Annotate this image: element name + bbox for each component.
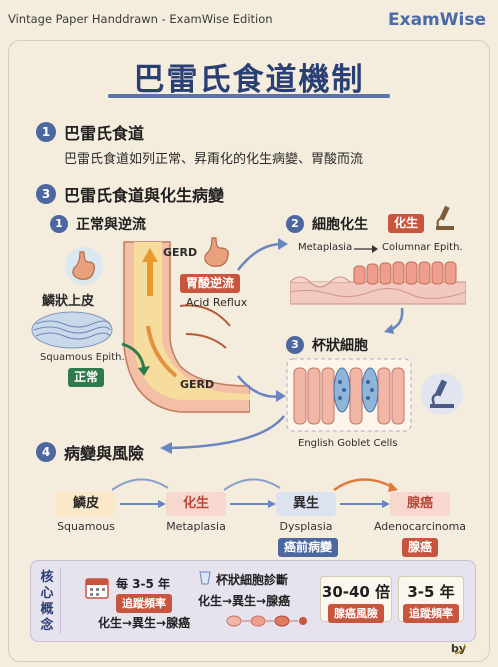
interval-value: 3-5 年 xyxy=(407,583,455,601)
metaplasia-arrow xyxy=(354,245,378,253)
section-1-description: 巴雷氏食道如列正常、昇甭化的化生病變、胃酸而流 xyxy=(64,152,364,167)
stage-squamous-en: Squamous xyxy=(57,520,115,533)
normal-tag: 正常 xyxy=(68,368,105,387)
stage-dysplasia-box: 異生 xyxy=(276,492,336,516)
sub-1-title: 正常與逆流 xyxy=(76,217,146,233)
calendar-icon xyxy=(85,578,109,599)
section-3-title: 巴雷氏食道與化生病變 xyxy=(64,186,225,205)
banana-logo-icon xyxy=(454,643,466,655)
sub-3-number: 3 xyxy=(286,336,304,354)
section-3-number: 3 xyxy=(36,184,56,204)
adenocarcinoma-tag: 腺癌 xyxy=(402,538,439,557)
columnar-label: Columnar Epith. xyxy=(382,242,463,253)
precancer-tag: 癌前病變 xyxy=(278,538,339,557)
risk-stat-box: 30-40 倍 腺癌風險 xyxy=(320,576,392,623)
interval-tag: 追蹤頻率 xyxy=(403,604,459,623)
microscope-icon xyxy=(436,205,454,230)
title-underline xyxy=(108,94,390,98)
risk-tag: 腺癌風險 xyxy=(328,604,384,623)
risk-value: 30-40 倍 xyxy=(321,583,391,601)
squamous-cn-label: 鱗狀上皮 xyxy=(42,294,95,309)
stage-squamous-box: 鱗皮 xyxy=(56,492,116,516)
goblet-diagnosis-text: 杯狀細胞診斷 xyxy=(216,573,289,587)
cell-progression-icon xyxy=(226,615,307,627)
stage-metaplasia-en: Metaplasia xyxy=(166,520,226,533)
section-1-title: 巴雷氏食道 xyxy=(64,124,145,143)
arrow-to-metaplasia xyxy=(237,238,288,271)
columnar-tissue-illustration xyxy=(290,261,466,305)
section-4-title: 病變與風險 xyxy=(64,444,145,463)
goblet-cells-illustration xyxy=(286,358,412,432)
metaplasia-label: Metaplasia xyxy=(298,242,353,253)
brand-logo: ExamWise xyxy=(388,10,486,30)
goblet-en-label: English Goblet Cells xyxy=(298,438,398,449)
page-title: 巴雷氏食道機制 xyxy=(133,62,365,98)
stage-adenocarcinoma-en: Adenocarcinoma xyxy=(373,520,467,533)
gerd-top-label: GERD xyxy=(163,246,198,259)
sub-2-number: 2 xyxy=(286,215,304,233)
green-arrow-icon xyxy=(121,342,150,376)
gerd-bottom-label: GERD xyxy=(180,378,215,391)
sequence-line-a: 化生→異生→腺癌 xyxy=(198,594,291,608)
squamous-en-label: Squamous Epith. xyxy=(40,352,125,363)
metaplasia-tag: 化生 xyxy=(388,214,425,233)
stage-dysplasia-en: Dysplasia xyxy=(279,520,333,533)
section-1-number: 1 xyxy=(36,122,56,142)
squamous-tissue-icon xyxy=(31,311,113,349)
sub-3-title: 杯狀細胞 xyxy=(312,338,368,354)
arrow-to-goblet xyxy=(237,375,286,402)
interval-stat-box: 3-5 年 追蹤頻率 xyxy=(398,576,464,623)
core-concept-heading: 核心概念 xyxy=(40,570,54,633)
acid-reflux-en: Acid Reflux xyxy=(186,296,248,309)
edition-label: Vintage Paper Handdrawn - ExamWise Editi… xyxy=(8,12,273,26)
arrow-to-risk xyxy=(160,415,285,454)
stomach-acid-icon xyxy=(204,237,229,267)
stage-adenocarcinoma-box: 腺癌 xyxy=(390,492,450,516)
page-frame xyxy=(8,40,490,662)
esophagus-illustration xyxy=(123,241,250,413)
summary-divider xyxy=(60,568,61,634)
stomach-icon xyxy=(65,247,103,285)
stage-metaplasia-box: 化生 xyxy=(166,492,226,516)
microscope-circle-icon xyxy=(421,373,463,415)
arrow-to-goblet-cells xyxy=(384,307,404,334)
sequence-line-b: 化生→異生→腺癌 xyxy=(98,616,191,630)
sub-2-title: 細胞化生 xyxy=(312,217,368,233)
section-4-number: 4 xyxy=(36,442,56,462)
follow-frequency-tag: 追蹤頻率 xyxy=(116,594,172,613)
acid-reflux-tag: 胃酸逆流 xyxy=(180,274,241,293)
progression-arrows xyxy=(112,478,398,508)
cup-icon xyxy=(199,571,211,585)
sub-1-number: 1 xyxy=(50,215,68,233)
follow-interval-text: 每 3-5 年 xyxy=(116,577,171,591)
